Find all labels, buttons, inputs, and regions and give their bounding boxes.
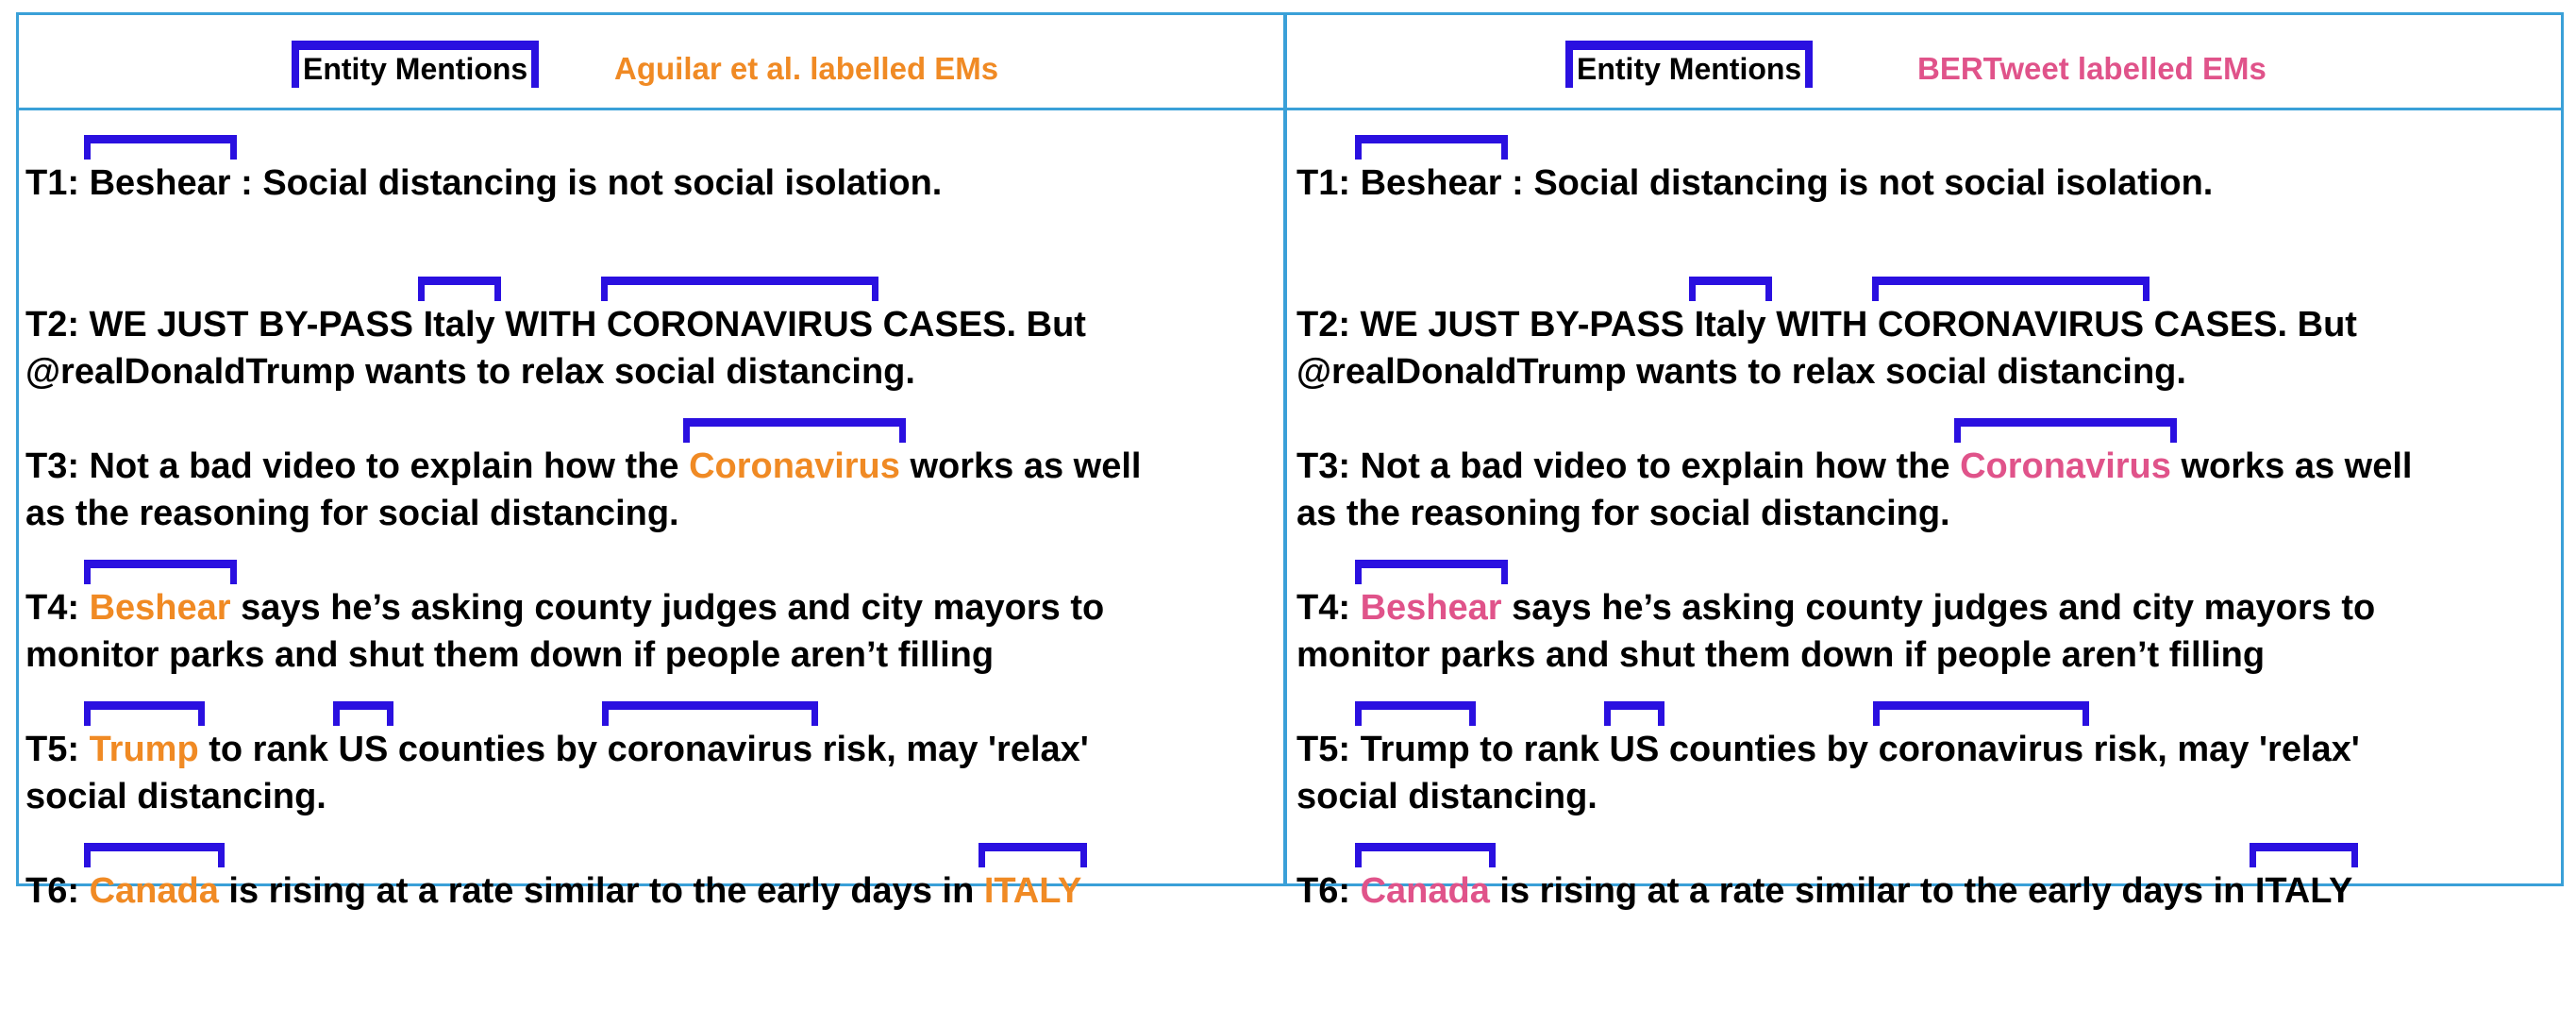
tweet-t3: T3: Not a bad video to explain how the C… (1296, 418, 2556, 584)
legend-header: Entity Mentions BERTweet labelled EMs (1287, 12, 2564, 108)
panel-aguilar: Entity Mentions Aguilar et al. labelled … (16, 12, 1283, 911)
entity-mention-labelled: Beshear (83, 560, 237, 631)
tweet-t6: T6: Canada is rising at a rate similar t… (25, 843, 1285, 1009)
entity-mention: ITALY (2249, 843, 2359, 915)
entity-mention: Italy (417, 277, 501, 348)
entity-mention: US (1603, 701, 1665, 773)
tweet-t1: T1: Beshear : Social distancing is not s… (25, 135, 1285, 301)
tweet-list: T1: Beshear : Social distancing is not s… (25, 135, 1285, 1009)
header-divider (16, 108, 2564, 110)
entity-mention: CORONAVIRUS (600, 277, 879, 348)
entity-mention: CORONAVIRUS (1871, 277, 2150, 348)
tweet-t3: T3: Not a bad video to explain how the C… (25, 418, 1285, 584)
legend-bertweet-label: BERTweet labelled EMs (1917, 51, 2267, 86)
tweet-list: T1: Beshear : Social distancing is not s… (1296, 135, 2556, 1009)
entity-mention-labelled: Trump (83, 701, 205, 773)
legend-entity-mentions: Entity Mentions (1565, 41, 1814, 88)
legend-aguilar-label: Aguilar et al. labelled EMs (614, 51, 999, 86)
entity-mention-labelled: ITALY (978, 843, 1088, 915)
entity-mention: coronavirus (1872, 701, 2089, 773)
entity-mention: Beshear (83, 135, 237, 207)
entity-mention: US (332, 701, 394, 773)
entity-mention: Italy (1688, 277, 1772, 348)
tweet-t2: T2: WE JUST BY-PASS Italy WITH CORONAVIR… (25, 277, 1285, 443)
tweet-t1: T1: Beshear : Social distancing is not s… (1296, 135, 2556, 301)
tweet-t4: T4: Beshear says he’s asking county judg… (1296, 560, 2556, 726)
entity-mention-labelled: Coronavirus (1954, 418, 2177, 490)
tweet-t2: T2: WE JUST BY-PASS Italy WITH CORONAVIR… (1296, 277, 2556, 443)
entity-mention-labelled: Coronavirus (683, 418, 906, 490)
figure-frame (16, 12, 2564, 886)
entity-mention: Beshear (1354, 135, 1508, 207)
legend-header: Entity Mentions Aguilar et al. labelled … (16, 12, 1283, 108)
tweet-t5: T5: Trump to rank US counties by coronav… (1296, 701, 2556, 867)
tweet-t6: T6: Canada is rising at a rate similar t… (1296, 843, 2556, 1009)
entity-mention-labelled: Canada (1354, 843, 1497, 915)
tweet-t4: T4: Beshear says he’s asking county judg… (25, 560, 1285, 726)
entity-mention-labelled: Canada (83, 843, 226, 915)
panel-bertweet: Entity Mentions BERTweet labelled EMs T1… (1287, 12, 2564, 911)
entity-mention: coronavirus (601, 701, 818, 773)
panel-divider (1283, 12, 1287, 886)
entity-mention-labelled: Beshear (1354, 560, 1508, 631)
tweet-t5: T5: Trump to rank US counties by coronav… (25, 701, 1285, 867)
legend-entity-mentions: Entity Mentions (292, 41, 540, 88)
entity-mention: Trump (1354, 701, 1476, 773)
